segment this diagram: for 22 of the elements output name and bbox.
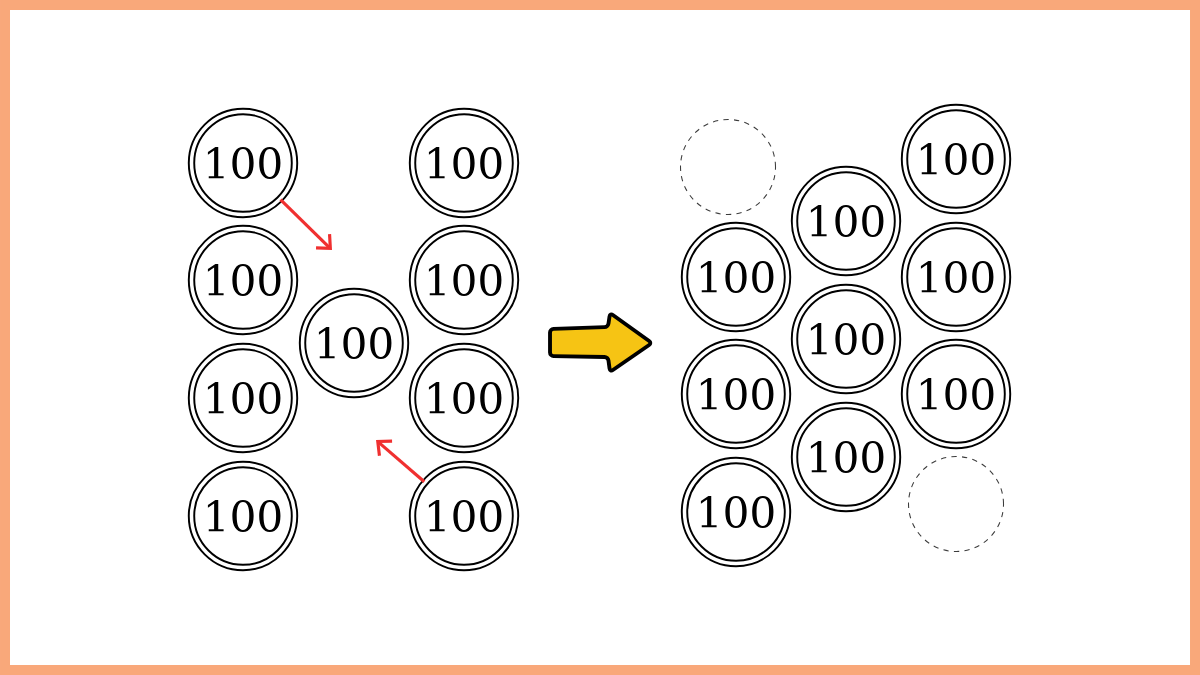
coin: 100 [408, 342, 520, 454]
coin: 100 [680, 221, 792, 333]
arrow [376, 439, 426, 483]
coin: 100 [408, 224, 520, 336]
coin: 100 [187, 224, 299, 336]
coin: 100 [900, 103, 1012, 215]
coin: 100 [187, 107, 299, 219]
coin: 100 [900, 221, 1012, 333]
coin: 100 [790, 283, 902, 395]
coin: 100 [900, 338, 1012, 450]
dashed-circle [680, 118, 777, 216]
coin: 100 [187, 460, 299, 572]
coin: 100 [790, 401, 902, 513]
coin: 100 [408, 460, 520, 572]
coin: 100 [790, 165, 902, 277]
coin: 100 [298, 287, 410, 399]
coin: 100 [680, 338, 792, 450]
arrow [279, 198, 332, 250]
dashed-circle [908, 456, 1005, 553]
coin: 100 [680, 456, 792, 568]
coin: 100 [408, 107, 520, 219]
coin: 100 [187, 342, 299, 454]
